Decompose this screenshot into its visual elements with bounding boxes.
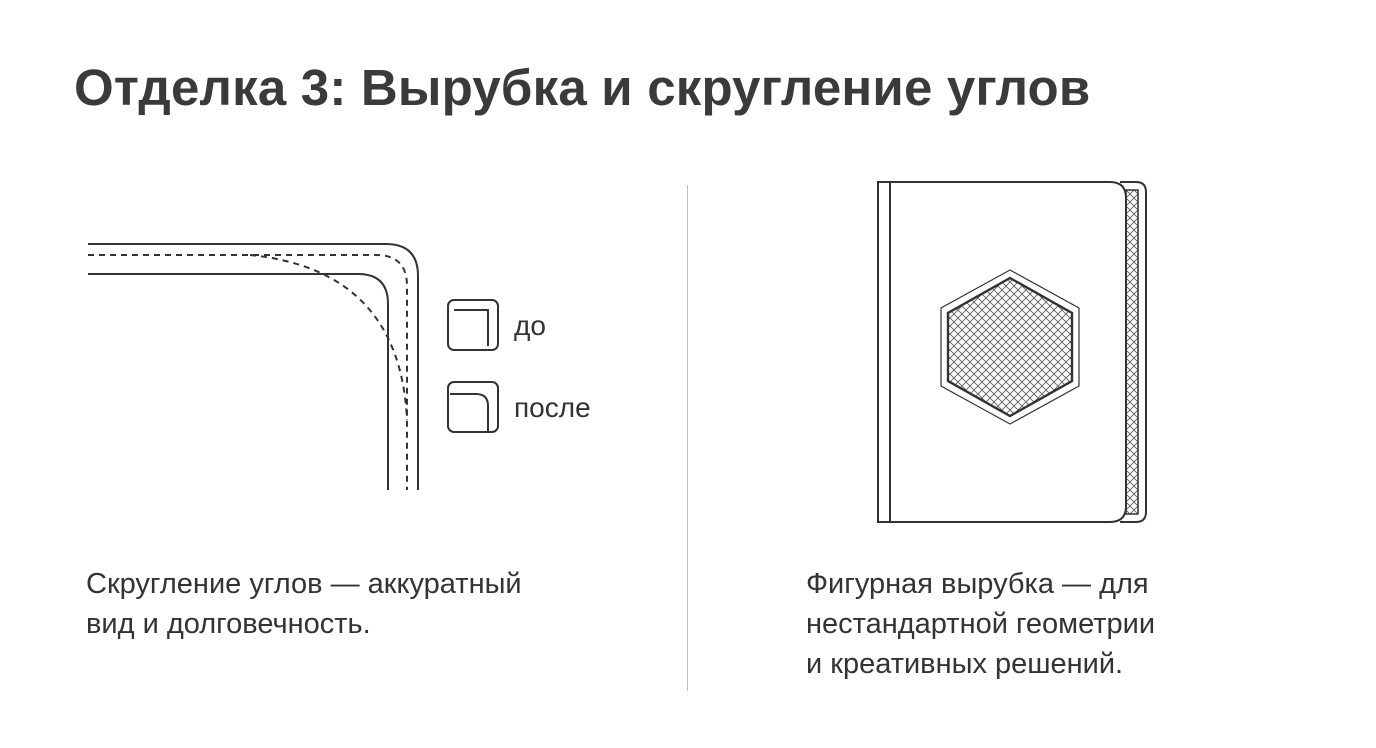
hexagon-outer-outline — [940, 269, 1080, 425]
legend-before-label: до — [514, 310, 546, 341]
legend-after: после — [446, 380, 591, 436]
outer-edge-line — [88, 243, 419, 490]
panel-divider — [687, 185, 688, 691]
book-with-hexagon-cutout-icon — [877, 181, 1147, 523]
legend-before: до — [446, 298, 546, 354]
right-caption-line: Фигурная вырубка — для — [806, 568, 1149, 600]
right-caption-line: и креативных решений. — [806, 648, 1124, 680]
dashed-rounding-arc — [249, 254, 408, 421]
dashed-guide-line — [88, 254, 408, 490]
book-pages-edge — [1120, 181, 1147, 523]
inner-edge-line — [88, 273, 389, 490]
square-corner-icon — [447, 299, 499, 351]
rounded-corner-diagram-icon — [88, 243, 419, 490]
rounded-corner-icon — [447, 381, 499, 433]
right-caption: Фигурная вырубка — для нестандартной гео… — [806, 564, 1326, 684]
book-pages-hatch — [1125, 189, 1139, 515]
page-title: Отделка 3: Вырубка и скругление углов — [74, 59, 1091, 116]
legend-after-label: после — [514, 392, 591, 423]
left-caption: Скругление углов — аккуратный вид и долг… — [86, 564, 646, 644]
hexagon-cutout — [946, 276, 1074, 418]
left-caption-line: Скругление углов — аккуратный — [86, 568, 522, 600]
right-caption-line: нестандартной геометрии — [806, 608, 1156, 640]
left-caption-line: вид и долговечность. — [86, 608, 371, 640]
